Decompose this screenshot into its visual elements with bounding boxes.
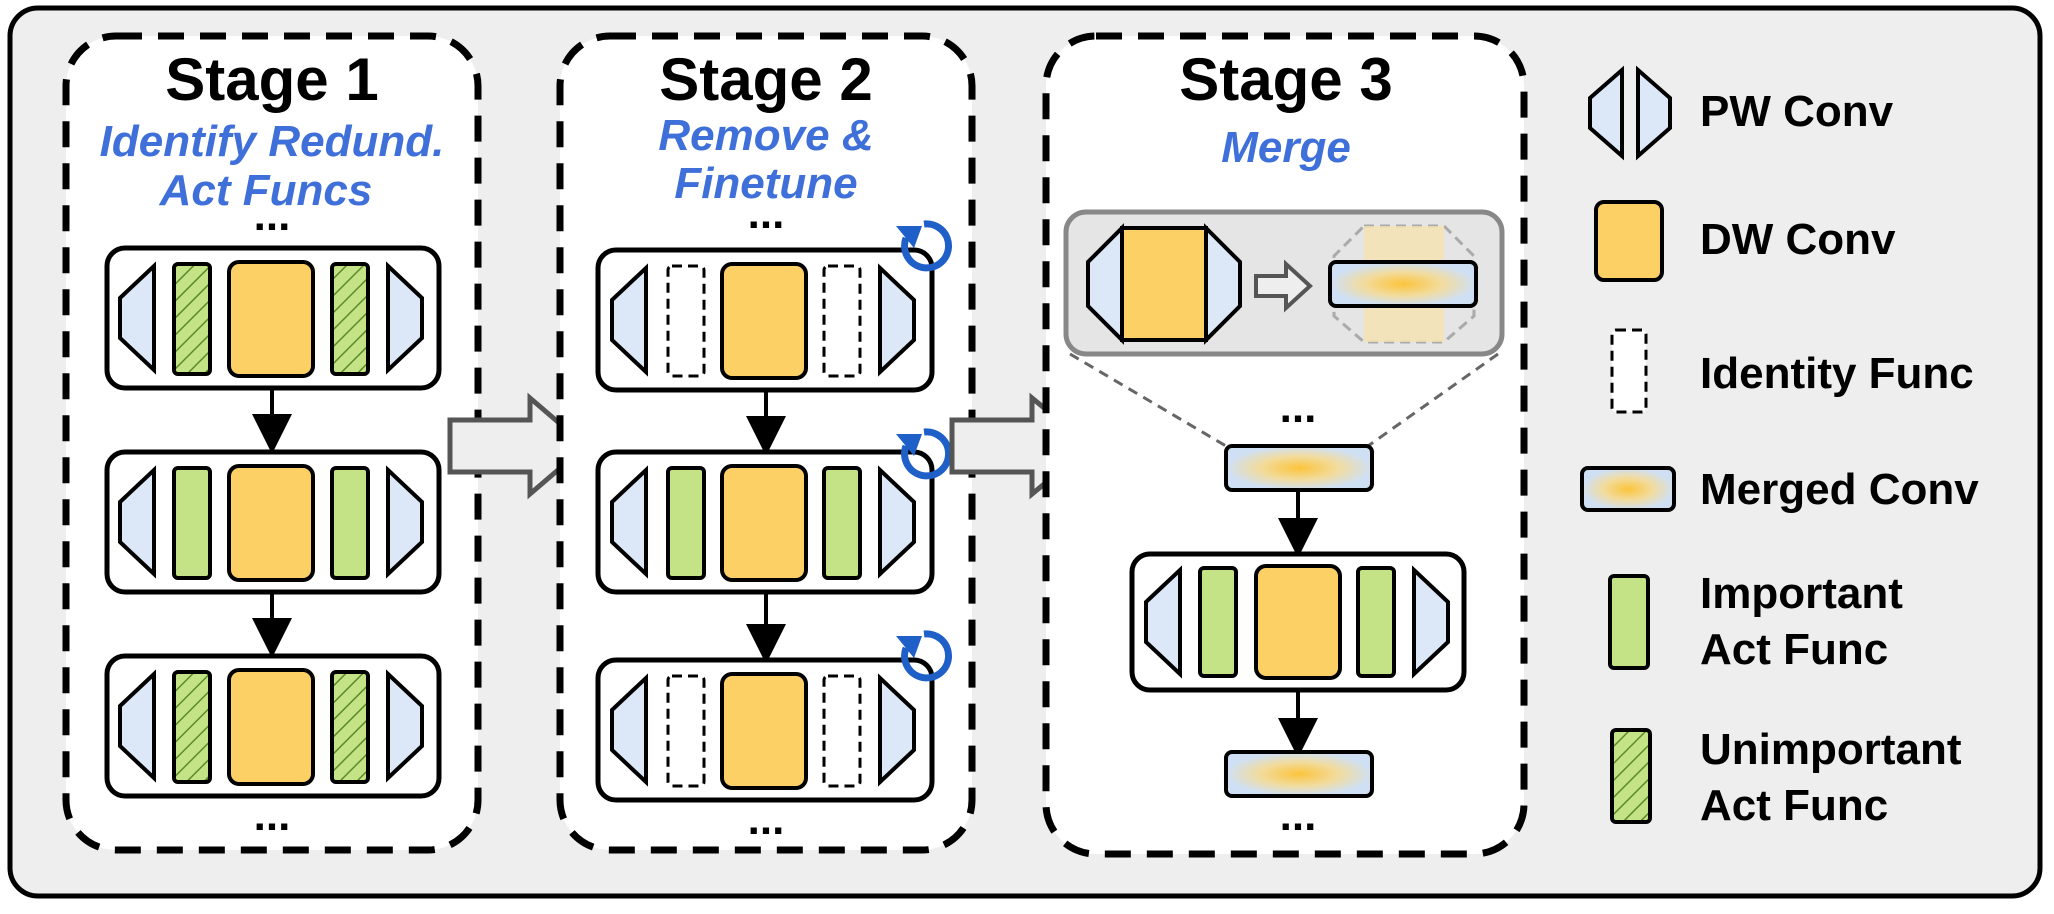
zoom-guide-line [1367,352,1499,448]
pw-conv-icon [1144,565,1182,679]
legend-item-merged-conv: Merged Conv [1580,465,1979,514]
identity-func-icon [666,674,706,788]
stage-2-title: Stage 2 [659,46,872,113]
identity-func-icon [1610,328,1648,414]
dw-conv-icon [720,262,808,380]
stage-3-subtitle: Merge [1221,123,1351,172]
block-important [104,449,442,595]
important-act-icon [822,466,862,580]
pw-conv-icon [118,465,156,579]
legend-item-important-act: Important Act Func [1608,569,1903,674]
finetune-refresh-icon [896,220,953,272]
pw-conv-icon [1636,65,1672,161]
legend-label: Act Func [1700,625,1888,674]
stage-3-panel: Stage 3 Merge ... ... [1042,32,1528,858]
pw-conv-icon [610,673,648,787]
stage-3-title: Stage 3 [1179,46,1392,113]
ellipsis-bottom: ... [748,795,785,844]
pw-conv-icon [1412,565,1450,679]
legend-label: Important [1700,569,1903,618]
block-important [1129,551,1467,693]
block-pruned [595,220,953,393]
pw-conv-icon [386,261,424,375]
merged-conv-icon [1224,444,1374,492]
pw-conv-icon [118,261,156,375]
block-redundant [104,653,442,799]
stage-2-subtitle-line-2: Finetune [674,159,857,208]
important-act-icon [666,466,706,580]
merge-arrow-icon [1254,259,1313,313]
merged-conv-icon [1580,466,1676,512]
stage-2-subtitle-line-1: Remove & [658,111,873,160]
identity-func-icon [822,674,862,788]
important-act-icon [1608,574,1650,670]
unimportant-act-icon [172,670,212,784]
merged-conv-icon [1224,750,1374,798]
pw-conv-icon [118,669,156,783]
ellipsis-top: ... [254,191,291,240]
unimportant-act-icon [1610,728,1652,824]
legend: PW Conv DW Conv Identity Func Merged Con… [1580,65,1979,830]
legend-item-identity-func: Identity Func [1610,328,1974,414]
block-pruned [595,630,953,803]
stage-1-subtitle-line-2: Act Funcs [159,166,373,215]
legend-item-unimportant-act: Unimportant Act Func [1610,725,1962,830]
legend-label: Unimportant [1700,725,1962,774]
important-act-icon [1356,566,1396,678]
ellipsis-top: ... [1280,383,1317,432]
dw-conv-icon [1254,564,1342,680]
stage-2-panel: Stage 2 Remove & Finetune ... [556,32,976,854]
dw-conv-icon [720,464,808,582]
legend-label: Act Func [1700,781,1888,830]
finetune-refresh-icon [896,630,953,682]
dw-conv-icon [227,668,315,786]
pw-conv-icon [878,465,916,579]
finetune-refresh-icon [896,428,953,480]
legend-label: Identity Func [1700,349,1974,398]
dw-conv-icon [227,260,315,378]
zoom-guide-line [1069,352,1227,448]
unimportant-act-icon [172,262,212,376]
identity-func-icon [822,264,862,378]
pw-conv-icon [1588,65,1624,161]
identity-func-icon [666,264,706,378]
important-act-icon [172,466,212,580]
important-act-icon [1198,566,1238,678]
block-important [595,428,953,595]
stage-1-title: Stage 1 [165,46,378,113]
merge-detail-callout [1063,209,1505,357]
ellipsis-top: ... [748,189,785,238]
legend-item-dw-conv: DW Conv [1594,200,1896,282]
pw-conv-icon [610,263,648,377]
unimportant-act-icon [330,262,370,376]
legend-label: Merged Conv [1700,465,1979,514]
merged-conv-icon [1328,260,1478,308]
stage-1-subtitle-line-1: Identify Redund. [100,117,445,166]
legend-label: DW Conv [1700,215,1896,264]
pw-conv-icon [386,669,424,783]
block-redundant [104,245,442,391]
dw-conv-icon [1120,226,1208,342]
unimportant-act-icon [330,670,370,784]
stage-1-panel: Stage 1 Identify Redund. Act Funcs ... [62,32,482,854]
dw-conv-icon [1594,200,1664,282]
pw-conv-icon [878,263,916,377]
pw-conv-icon [610,465,648,579]
dw-conv-icon [227,464,315,582]
ellipsis-bottom: ... [254,791,291,840]
dw-conv-icon [720,672,808,790]
pw-conv-icon [878,673,916,787]
pw-conv-icon [386,465,424,579]
legend-item-pw-conv: PW Conv [1588,65,1894,161]
ellipsis-bottom: ... [1280,791,1317,840]
legend-label: PW Conv [1700,87,1894,136]
important-act-icon [330,466,370,580]
pw-conv-icon [1204,223,1242,345]
